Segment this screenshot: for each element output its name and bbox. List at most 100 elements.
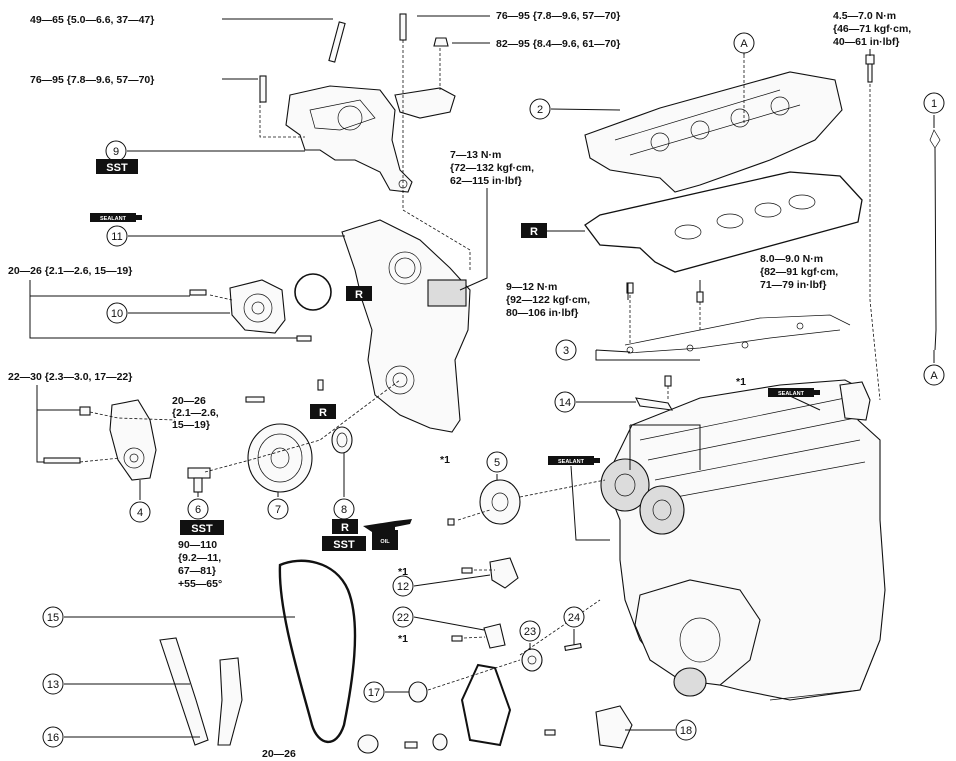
svg-text:22: 22 (397, 612, 409, 624)
callout-5: 5 (486, 451, 508, 473)
svg-text:24: 24 (568, 612, 580, 624)
star-mark: *1 (398, 633, 408, 645)
callout-8: 8 (333, 498, 355, 520)
torque-spec-12: 90—110 {9.2—11, 67—81} +55—65° (178, 539, 224, 590)
callout-12: 12 (392, 575, 414, 597)
sealant-tag: SEALANT (768, 388, 820, 397)
callout-10: 10 (106, 302, 128, 324)
torque-spec-6: 7—13 N·m {72—132 kgf·cm, 62—115 in·lbf} (450, 149, 537, 187)
svg-text:SEALANT: SEALANT (778, 391, 805, 397)
leader-lines (29, 15, 935, 738)
engine-mount-bracket (285, 85, 456, 193)
svg-text:1: 1 (931, 98, 937, 110)
head-cover-gasket (584, 171, 863, 273)
callout-a: A (733, 32, 755, 54)
svg-text:2: 2 (537, 104, 543, 116)
crankshaft-pulley (247, 423, 313, 493)
svg-text:OIL: OIL (380, 539, 390, 545)
star-mark: *1 (398, 566, 408, 578)
torque-spec-11: 20—26 {2.1—2.6, 15—19} (172, 395, 222, 431)
svg-text:R: R (355, 289, 363, 301)
svg-text:13: 13 (47, 679, 59, 691)
torque-spec-3: 76—95 {7.8—9.6, 57—70} (496, 10, 620, 22)
chain-tensioner-arm-16 (217, 657, 243, 746)
sprocket-23 (521, 648, 543, 672)
star-mark: *1 (440, 454, 450, 466)
torque-spec-5: 4.5—7.0 N·m {46—71 kgf·cm, 40—61 in·lbf} (833, 10, 914, 48)
mount-bolts (259, 13, 875, 103)
torque-spec-13: 20—26 (262, 748, 296, 760)
sst-box: SST (322, 536, 366, 551)
svg-text:R: R (341, 522, 349, 534)
svg-text:3: 3 (563, 345, 569, 357)
chain-guide-22 (483, 623, 506, 649)
callout-11: 11 (106, 225, 128, 247)
key-24 (564, 643, 582, 651)
svg-text:8: 8 (341, 504, 347, 516)
torque-spec-8: 8.0—9.0 N·m {82—91 kgf·cm, 71—79 in·lbf} (760, 253, 841, 291)
svg-text:23: 23 (524, 626, 536, 638)
svg-text:7: 7 (275, 504, 281, 516)
front-oil-seal (331, 426, 353, 454)
water-pump-pulley (479, 479, 521, 525)
callout-13: 13 (42, 673, 64, 695)
replace-box: R (332, 519, 358, 534)
svg-text:SEALANT: SEALANT (100, 216, 127, 222)
callout-1: 1 (923, 92, 945, 114)
torque-spec-2: 76—95 {7.8—9.6, 57—70} (30, 74, 154, 86)
svg-text:R: R (530, 226, 538, 238)
svg-text:14: 14 (559, 397, 571, 409)
cylinder-head-and-block (600, 379, 886, 701)
svg-text:15: 15 (47, 612, 59, 624)
dipstick (929, 129, 941, 351)
svg-text:SST: SST (191, 523, 213, 535)
harness-bracket-3 (624, 314, 851, 354)
svg-text:10: 10 (111, 308, 123, 320)
svg-text:6: 6 (195, 504, 201, 516)
callout-3: 3 (555, 339, 577, 361)
svg-text:5: 5 (494, 457, 500, 469)
svg-text:R: R (319, 407, 327, 419)
torque-spec-10: 22—30 {2.3—3.0, 17—22} (8, 371, 132, 383)
callout-18: 18 (675, 719, 697, 741)
callout-4: 4 (129, 501, 151, 523)
water-pump-assy (229, 273, 332, 334)
sealant-tag: SEALANT (548, 456, 600, 465)
callout-24: 24 (563, 606, 585, 628)
callout-2: 2 (529, 98, 551, 120)
oil-can-icon: OIL (363, 519, 412, 550)
svg-text:A: A (740, 38, 748, 50)
svg-text:9: 9 (113, 146, 119, 158)
callout-23: 23 (519, 620, 541, 642)
alignment-lines (79, 40, 881, 691)
torque-spec-4: 82—95 {8.4—9.6, 61—70} (496, 38, 620, 50)
svg-text:16: 16 (47, 732, 59, 744)
svg-text:11: 11 (111, 231, 122, 243)
svg-text:A: A (930, 370, 938, 382)
callout-6: 6 (187, 498, 209, 520)
torque-spec-1: 49—65 {5.0—6.6, 37—47} (30, 14, 154, 26)
sprocket-17 (408, 681, 428, 703)
sst-box: SST (96, 159, 138, 174)
cylinder-head-cover (584, 71, 843, 193)
oil-pump-18 (595, 705, 633, 749)
replace-box: R (310, 404, 336, 419)
timing-chain-15 (278, 559, 357, 744)
svg-text:SEALANT: SEALANT (558, 459, 585, 465)
callout-7: 7 (267, 498, 289, 520)
timing-sprockets-bottom (357, 733, 448, 754)
callout-14: 14 (554, 391, 576, 413)
callout-a: A (923, 364, 945, 386)
svg-text:SST: SST (333, 539, 355, 551)
star-mark: *1 (736, 376, 746, 388)
oil-control-valve-14 (635, 397, 674, 411)
timing-chain-cover (341, 219, 471, 433)
callout-17: 17 (363, 681, 385, 703)
replace-box: R (346, 286, 372, 301)
oil-pump-chain (460, 663, 512, 747)
callout-15: 15 (42, 606, 64, 628)
chain-guide-12 (489, 557, 519, 589)
svg-text:18: 18 (680, 725, 692, 737)
